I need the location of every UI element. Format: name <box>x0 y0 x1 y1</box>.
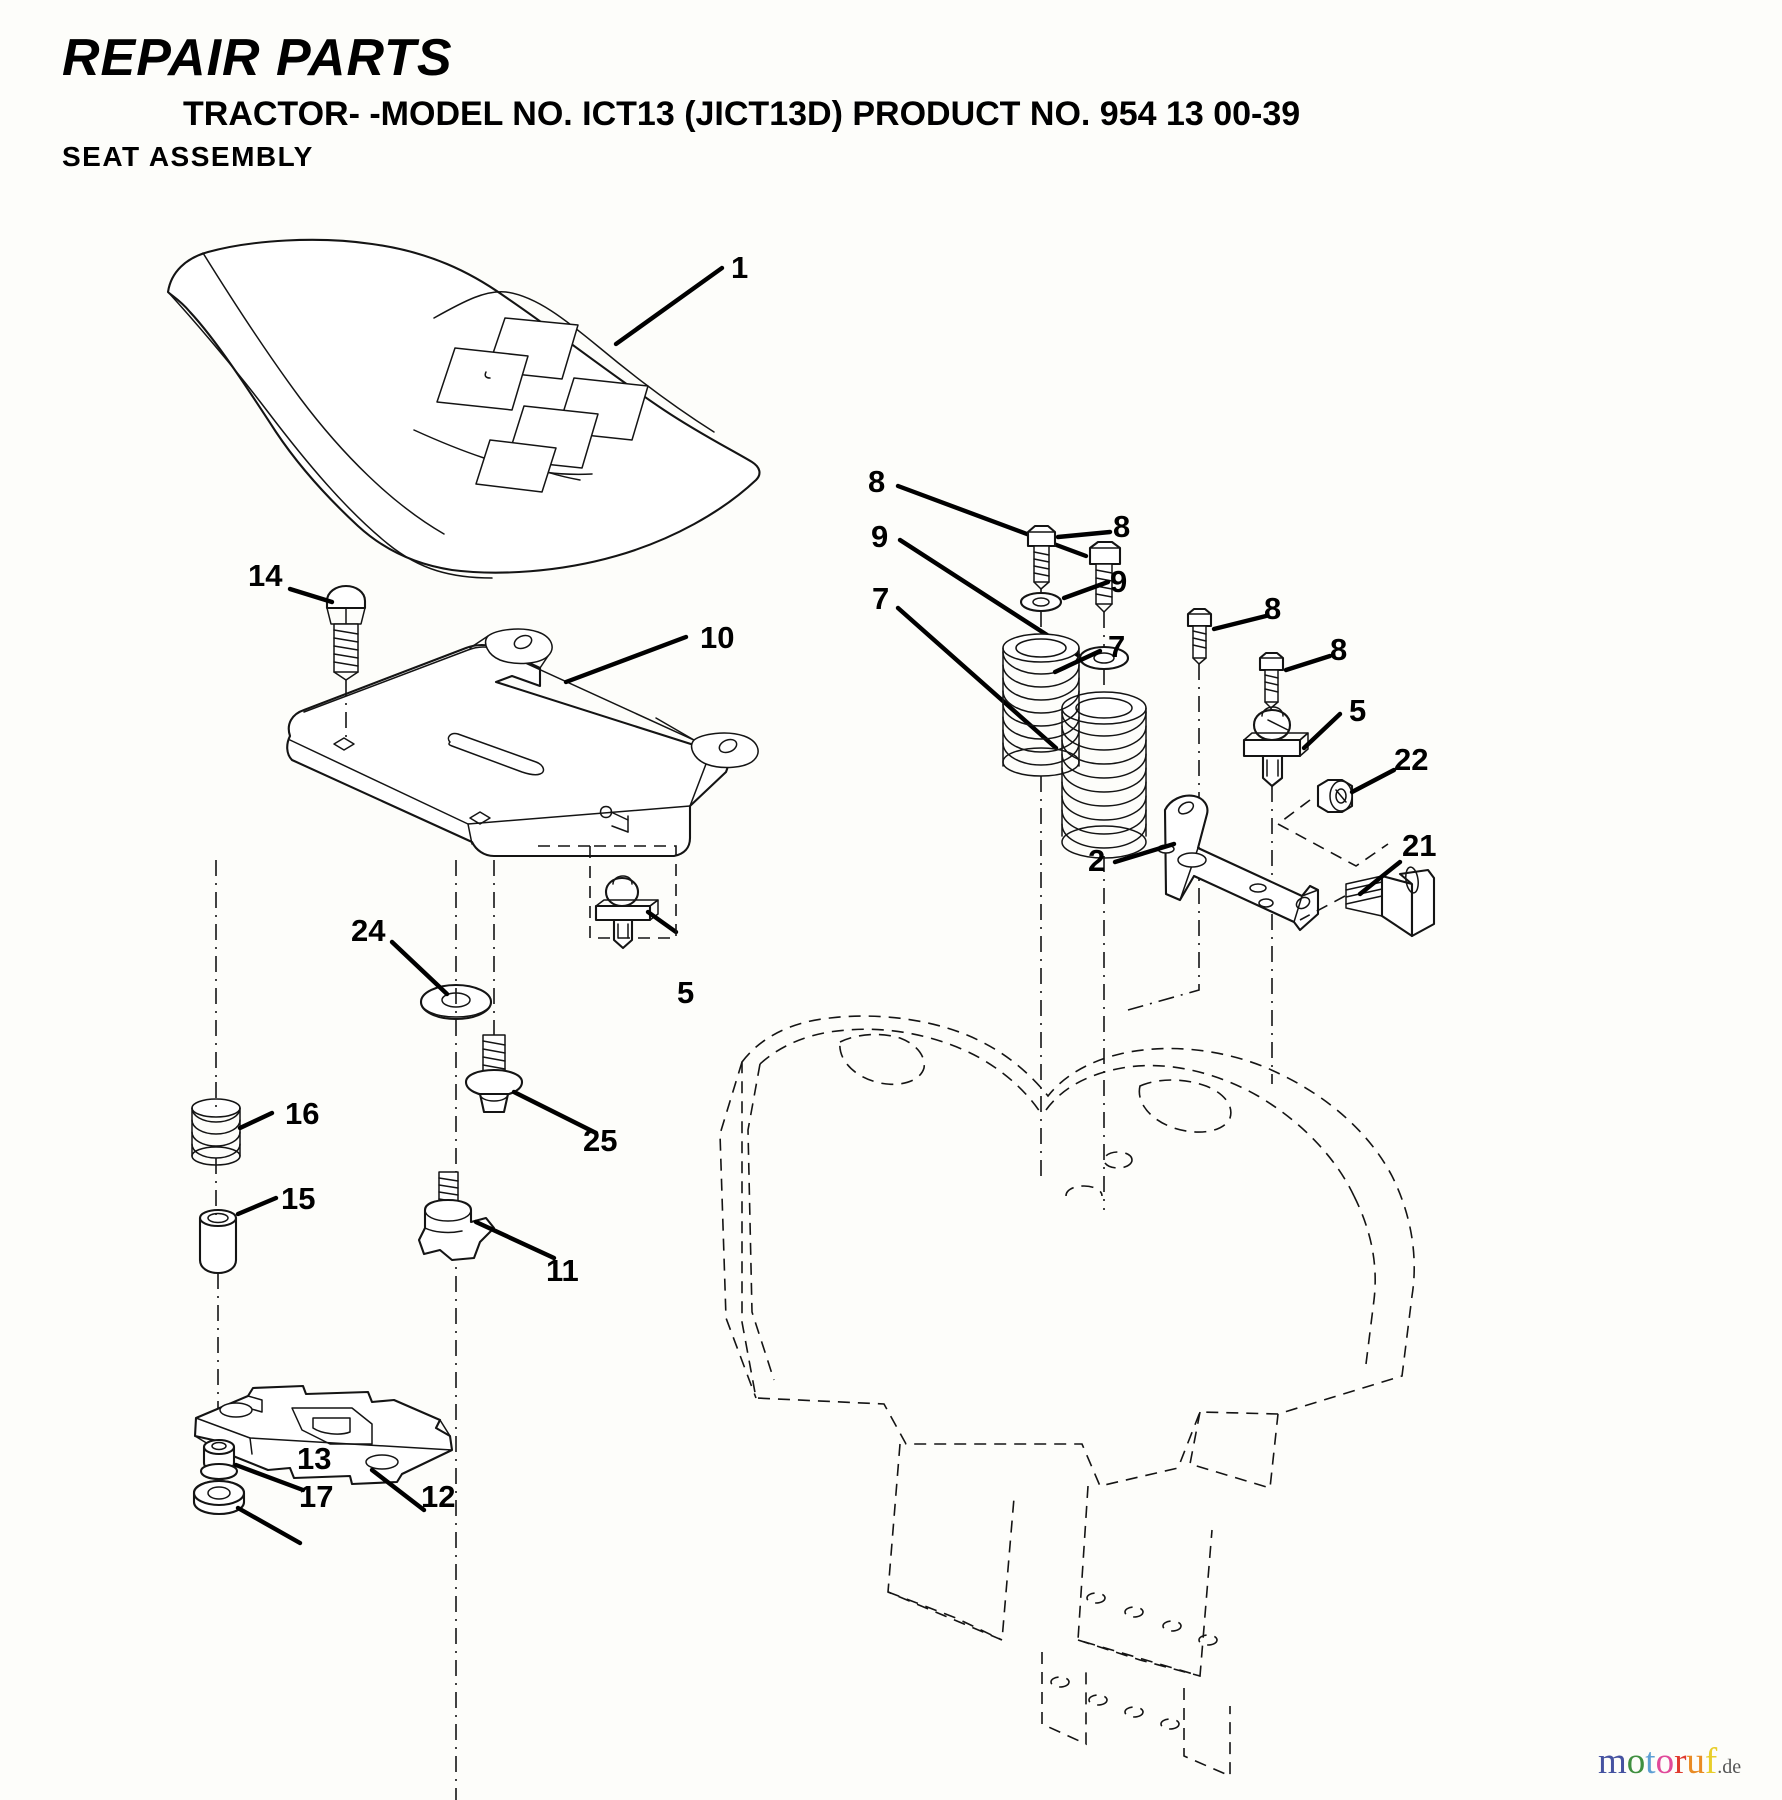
leader-21 <box>1357 859 1403 897</box>
leader-13 <box>233 1462 306 1493</box>
part-hexbolt-8-b <box>1026 524 1057 590</box>
page-title: REPAIR PARTS <box>62 29 453 87</box>
leader-5-right <box>1301 711 1343 751</box>
part-cable-clamp-5-left <box>594 875 659 950</box>
callout-8-c: 8 <box>1264 591 1282 626</box>
part-spring-16 <box>191 1098 241 1166</box>
part-cable-clamp-5-right <box>1242 706 1309 788</box>
wm-letter-o1: o <box>1626 1741 1646 1782</box>
callout-2: 2 <box>1088 843 1106 878</box>
align-5-left-box <box>589 845 677 939</box>
part-spacer-15 <box>198 1208 238 1275</box>
leader-8-b <box>1055 529 1113 540</box>
leader-8-d <box>1283 653 1333 673</box>
leader-9-b <box>1061 579 1111 601</box>
align-21 <box>1299 895 1346 921</box>
model-line: TRACTOR- -MODEL NO. ICT13 (JICT13D) PROD… <box>183 95 1301 133</box>
wm-suffix: .de <box>1717 1756 1742 1778</box>
part-fender-chassis <box>719 1015 1416 1778</box>
wm-letter-o2: o <box>1655 1741 1675 1782</box>
part-seat-bracket-2 <box>1157 794 1320 932</box>
leader-11 <box>473 1219 557 1261</box>
leader-17 <box>235 1505 303 1546</box>
leader-10 <box>563 634 689 685</box>
leader-2 <box>1112 841 1177 865</box>
part-shoulder-bolt-21 <box>1345 866 1436 938</box>
part-washer-9-b <box>1019 591 1063 613</box>
part-bushing-13 <box>199 1438 239 1481</box>
callout-8-a: 8 <box>868 464 886 499</box>
leader-7-a <box>895 605 1059 751</box>
callout-5-right: 5 <box>1349 693 1367 728</box>
motoruf-watermark: motoruf.de <box>1598 1740 1741 1783</box>
part-hexbolt-8-c <box>1186 607 1213 665</box>
part-flat-washer-24 <box>419 983 493 1021</box>
leader-8-a <box>895 483 1089 559</box>
callout-1: 1 <box>731 250 749 285</box>
callout-16: 16 <box>285 1096 320 1131</box>
wm-letter-u: u <box>1686 1741 1705 1782</box>
align-22 <box>1276 799 1389 867</box>
part-shoulder-screw-25 <box>464 1034 524 1114</box>
leader-12 <box>369 1467 427 1513</box>
callout-8-d: 8 <box>1330 632 1348 667</box>
callout-10: 10 <box>700 620 735 655</box>
callout-22: 22 <box>1394 742 1429 777</box>
callout-24: 24 <box>351 913 386 948</box>
callout-8-b: 8 <box>1113 509 1131 544</box>
part-seat-cushion <box>166 238 761 579</box>
part-hexbolt-8-d <box>1258 651 1285 709</box>
callout-7-a: 7 <box>872 581 890 616</box>
section-title: SEAT ASSEMBLY <box>62 141 314 172</box>
wm-letter-f: f <box>1704 1741 1718 1782</box>
leader-22 <box>1349 767 1397 795</box>
leader-7-b <box>1052 648 1103 675</box>
part-carriage-bolt-14 <box>325 584 367 681</box>
leader-15 <box>235 1195 279 1217</box>
callout-13: 13 <box>297 1441 332 1476</box>
callout-7-b: 7 <box>1108 629 1126 664</box>
leader-1 <box>613 265 725 347</box>
callout-17: 17 <box>299 1479 334 1514</box>
align-8-c <box>1127 664 1200 1011</box>
wm-letter-m: m <box>1598 1741 1627 1782</box>
part-spring-7-a <box>1061 691 1147 859</box>
part-knob-11 <box>417 1171 496 1262</box>
leader-14 <box>287 586 335 605</box>
callout-25: 25 <box>583 1123 618 1158</box>
callout-14: 14 <box>248 558 283 593</box>
callout-15: 15 <box>281 1181 316 1216</box>
part-seat-pan <box>286 628 759 858</box>
leader-16 <box>237 1110 275 1131</box>
leader-8-c <box>1211 613 1269 632</box>
callout-9-a: 9 <box>871 519 889 554</box>
part-locknut-22 <box>1316 778 1354 814</box>
part-spring-7-b <box>1002 633 1080 777</box>
part-push-nut-17 <box>192 1479 246 1516</box>
callout-9-b: 9 <box>1110 564 1128 599</box>
leader-24 <box>389 939 450 997</box>
callout-21: 21 <box>1402 828 1437 863</box>
leader-5-left <box>645 909 679 935</box>
wm-letter-t: t <box>1645 1741 1656 1782</box>
callout-11: 11 <box>546 1253 579 1288</box>
wm-letter-r: r <box>1674 1741 1687 1782</box>
callout-12: 12 <box>421 1479 456 1514</box>
callout-5-left: 5 <box>677 975 695 1010</box>
leader-9-a <box>897 537 1081 658</box>
